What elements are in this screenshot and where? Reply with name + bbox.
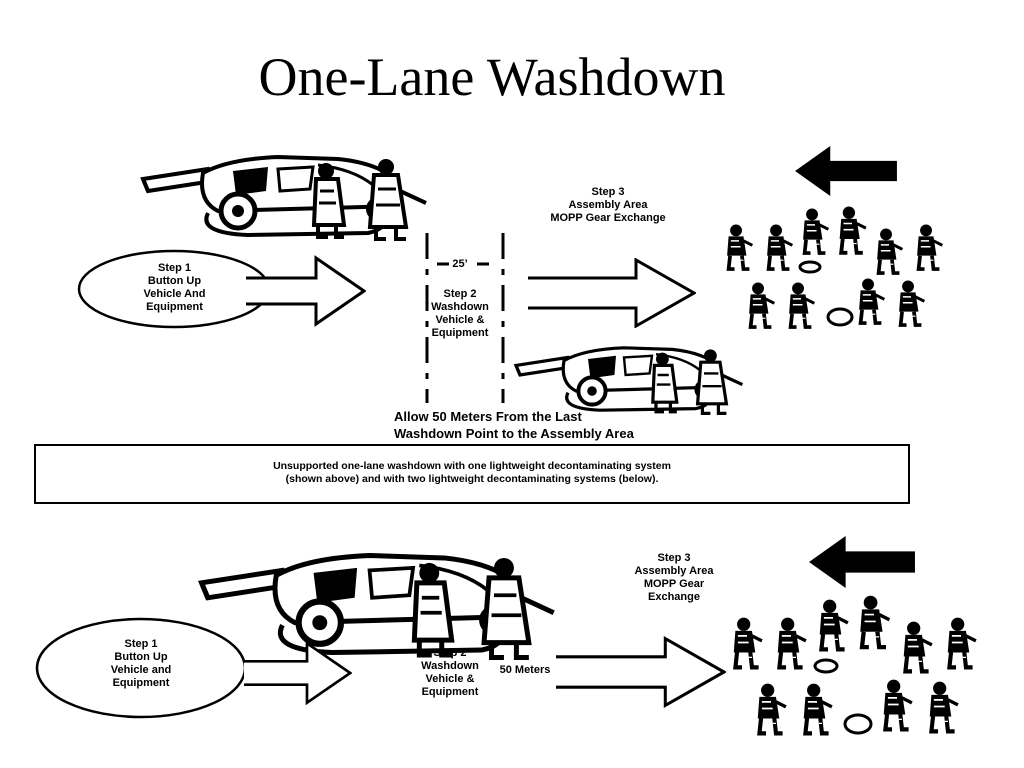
step2-label: Step 2 Washdown Vehicle & Equipment [431, 288, 489, 339]
decon-vehicle-icon [138, 150, 438, 242]
step2-arrow [526, 258, 696, 328]
left-arrow-icon [809, 536, 915, 588]
step3-label: Step 3 Assembly Area MOPP Gear Exchange [634, 552, 714, 603]
step1-label: Step 1 Button Up Vehicle and Equipment [110, 638, 172, 689]
step1-arrow [246, 255, 366, 327]
distance-label: 50 Meters [499, 664, 551, 676]
soldier-group-icon [730, 594, 992, 744]
caption-text: Unsupported one-lane washdown with one l… [273, 460, 671, 485]
distance-label: 25’ [452, 258, 468, 270]
washdown-lane-lines [425, 233, 505, 403]
left-arrow-icon [793, 146, 899, 196]
step1-arrow [244, 641, 352, 705]
page-title: One-Lane Washdown [258, 47, 726, 107]
step1-label: Step 1 Button Up Vehicle And Equipment [143, 262, 206, 313]
caption-box: Unsupported one-lane washdown with one l… [34, 444, 910, 504]
step2-arrow [554, 637, 726, 707]
assembly-distance-note: Allow 50 Meters From the Last Washdown P… [394, 409, 634, 441]
decon-vehicle-icon [514, 345, 745, 415]
step3-label: Step 3 Assembly Area MOPP Gear Exchange [550, 186, 666, 224]
step2-label: Step 2 Washdown Vehicle & Equipment [421, 647, 479, 698]
soldier-group-icon [725, 205, 944, 329]
